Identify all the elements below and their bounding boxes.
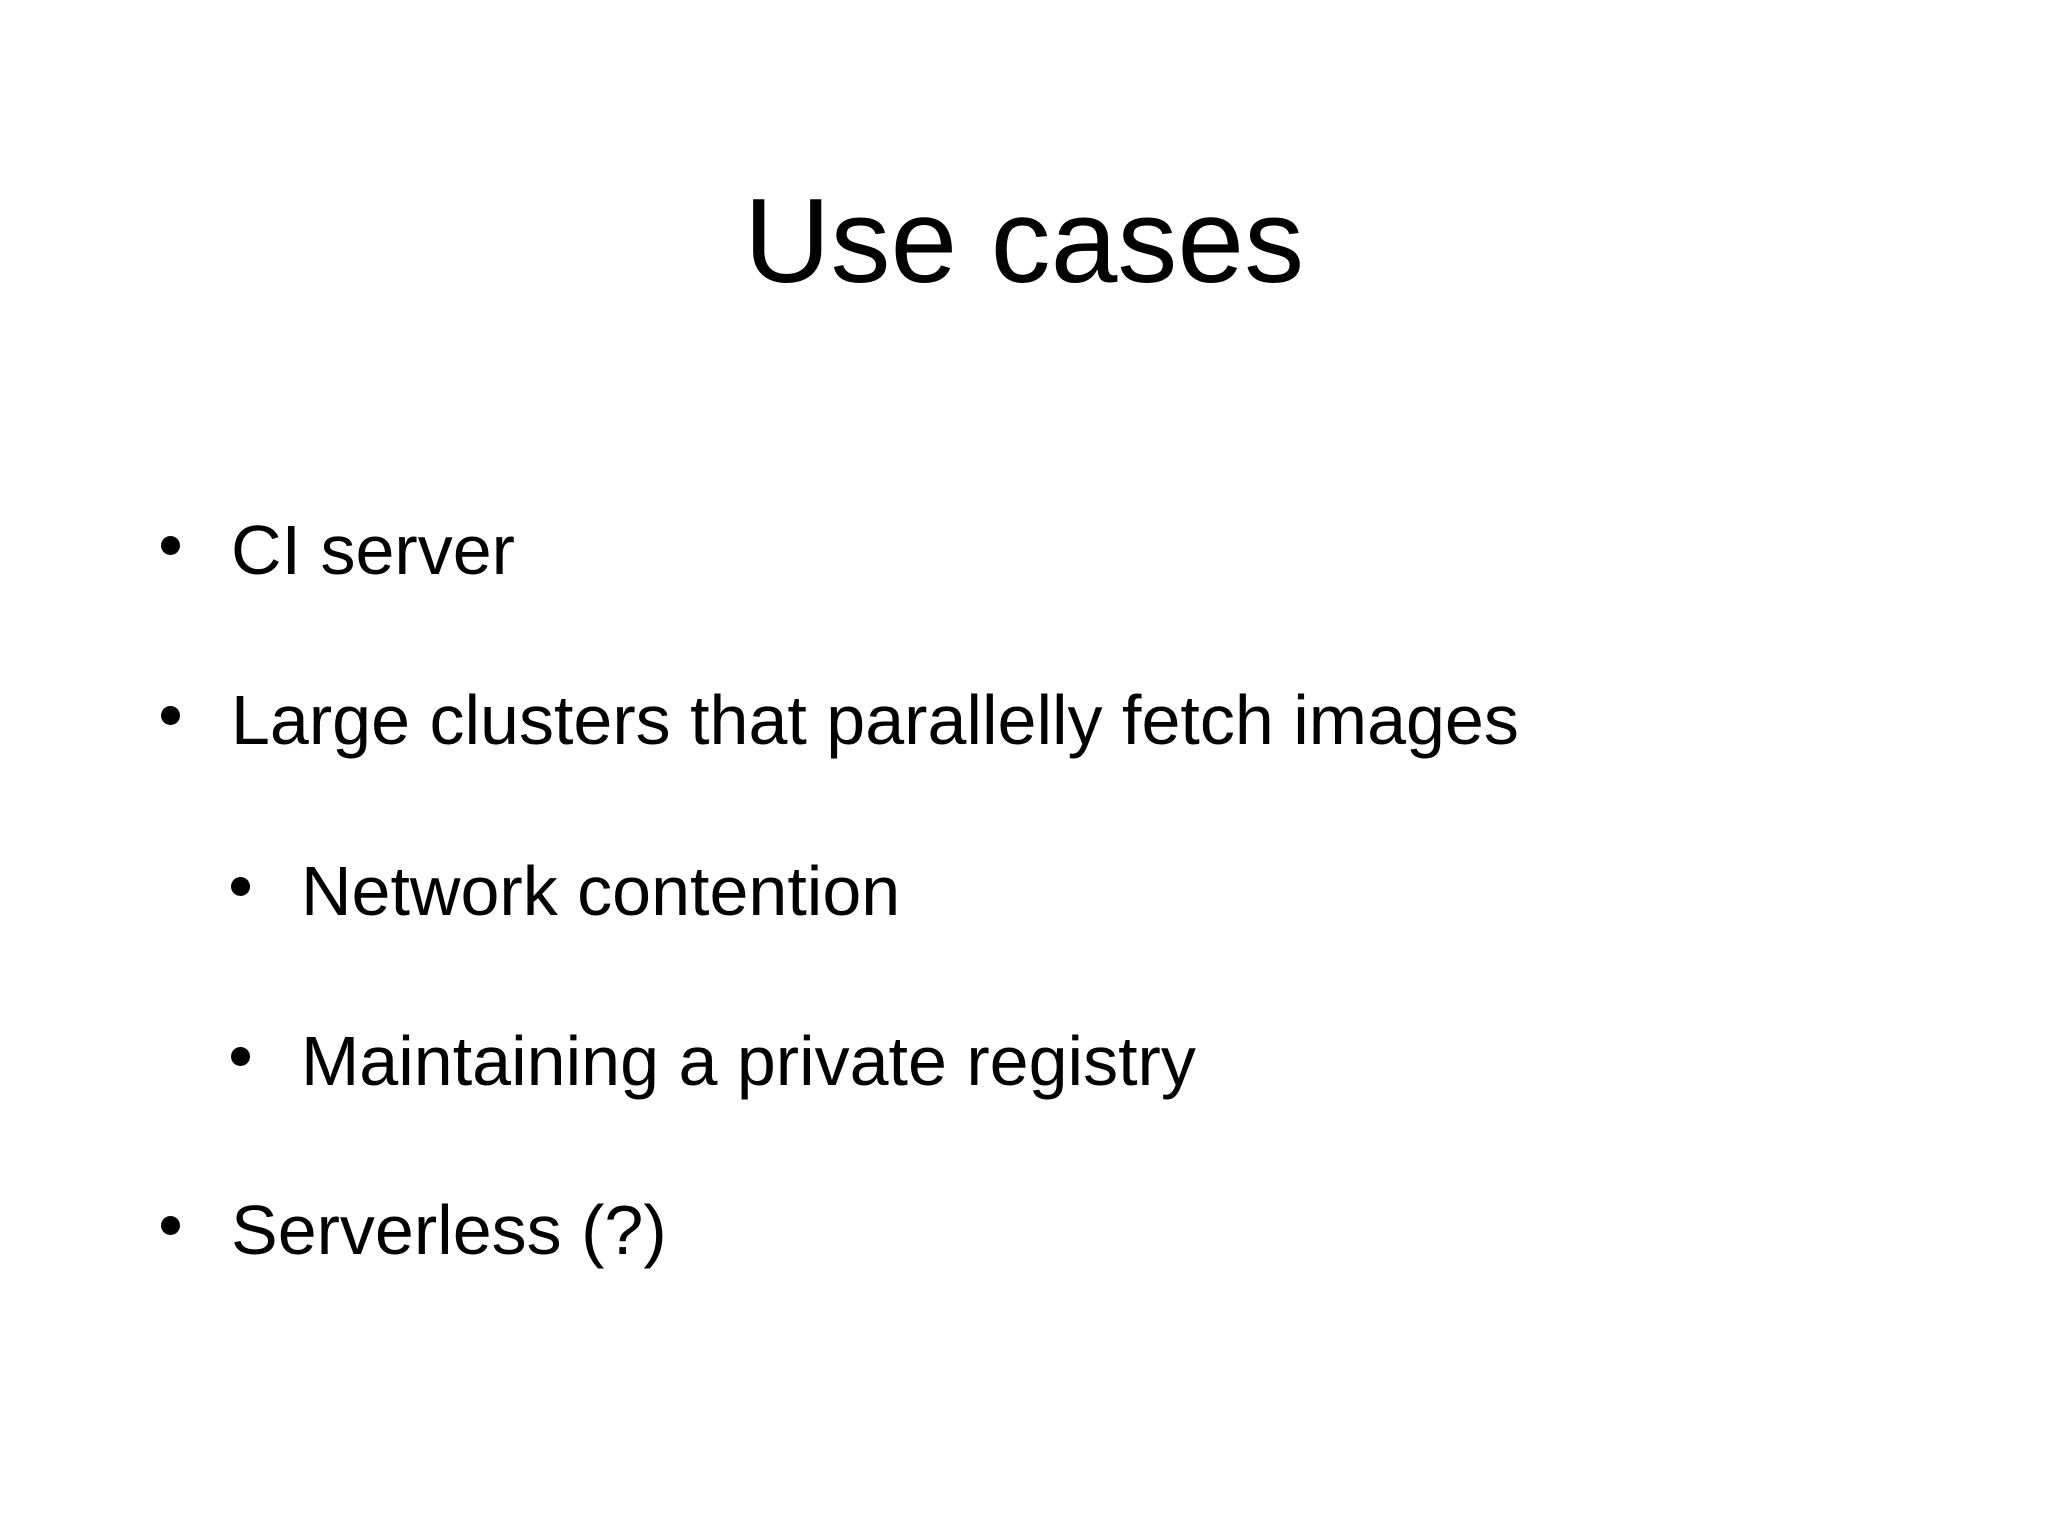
bullet-text: Network contention: [301, 852, 901, 930]
bullet-text: Large clusters that parallelly fetch ima…: [231, 681, 1519, 759]
bullet-dot-icon: [161, 706, 180, 725]
bullet-dot-icon: [161, 1216, 180, 1235]
bullet-text: Maintaining a private registry: [301, 1022, 1196, 1100]
bullet-item: Maintaining a private registry: [0, 1026, 2048, 1096]
slide-title: Use cases: [743, 174, 1305, 308]
bullet-text: Serverless (?): [231, 1191, 667, 1269]
bullet-dot-icon: [161, 536, 180, 555]
bullet-item: Network contention: [0, 856, 2048, 926]
bullet-dot-icon: [231, 877, 250, 896]
bullet-dot-icon: [231, 1047, 250, 1066]
bullet-item: CI server: [0, 515, 2048, 585]
bullet-item: Large clusters that parallelly fetch ima…: [0, 685, 2048, 755]
bullet-item: Serverless (?): [0, 1195, 2048, 1265]
bullet-text: CI server: [231, 511, 515, 589]
